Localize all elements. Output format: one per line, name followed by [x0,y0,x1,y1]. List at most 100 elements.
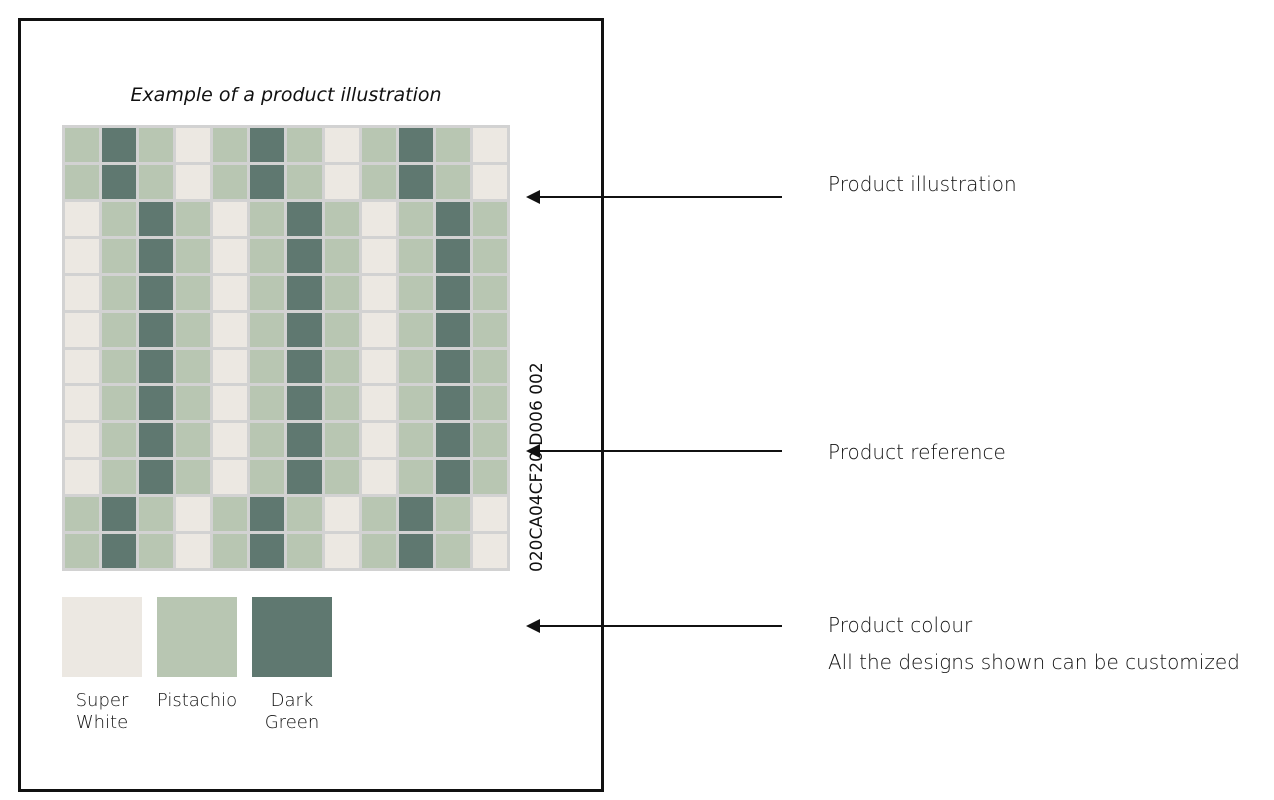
tile [139,238,174,273]
tile [398,128,433,162]
tile [65,349,100,384]
tile [287,423,322,458]
tile [139,460,174,495]
tile [176,386,211,421]
tile [176,312,211,347]
tile [324,238,359,273]
tile [139,423,174,458]
tile [102,460,137,495]
tile [435,386,470,421]
tile [324,497,359,532]
tile [213,423,248,458]
arrow-illustration [526,190,782,204]
tile [250,349,285,384]
label-product-reference: Product reference [828,440,1006,464]
tile [398,460,433,495]
tile [361,497,396,532]
tile [176,275,211,310]
tile [287,349,322,384]
tile [435,275,470,310]
tile [361,201,396,236]
arrow-colour [526,619,782,633]
tile [398,534,433,568]
tile [287,164,322,199]
tile [435,238,470,273]
tile [324,201,359,236]
tile [287,275,322,310]
tile [139,386,174,421]
tile [139,201,174,236]
tile [250,275,285,310]
tile [287,386,322,421]
tile [324,312,359,347]
arrow-reference [526,444,782,458]
tile [472,312,507,347]
tile [213,164,248,199]
tile [139,497,174,532]
tile [472,238,507,273]
tile [287,460,322,495]
tile [213,497,248,532]
tile [213,128,248,162]
tile [472,497,507,532]
tile [176,460,211,495]
tile [102,386,137,421]
tile [287,201,322,236]
tile [398,201,433,236]
tile [398,423,433,458]
tile [472,128,507,162]
label-product-illustration: Product illustration [828,172,1017,196]
tile [65,238,100,273]
tile [324,128,359,162]
tile [176,164,211,199]
tile [472,201,507,236]
tile [472,534,507,568]
tile [250,423,285,458]
tile [250,497,285,532]
tile [435,349,470,384]
tile [435,534,470,568]
tile [176,349,211,384]
tile [324,275,359,310]
tile [176,128,211,162]
tile [324,349,359,384]
tile [398,349,433,384]
tile [139,128,174,162]
tile [250,460,285,495]
tile [65,275,100,310]
tile [139,275,174,310]
tile [65,201,100,236]
tile [102,201,137,236]
tile [213,238,248,273]
tile [287,128,322,162]
tile [361,349,396,384]
tile [250,386,285,421]
tile [435,128,470,162]
tile [102,128,137,162]
tile [398,386,433,421]
tile [324,460,359,495]
tile [65,497,100,532]
tile [435,423,470,458]
tile [435,201,470,236]
tile [213,349,248,384]
tile [287,497,322,532]
tile [398,238,433,273]
tile [250,128,285,162]
tile [102,423,137,458]
tile [213,201,248,236]
product-sheet-frame [18,18,604,792]
tile [472,349,507,384]
tile [435,497,470,532]
tile [213,534,248,568]
tile [65,128,100,162]
tile [361,238,396,273]
tile [250,312,285,347]
tile [176,534,211,568]
tile [472,423,507,458]
tile [472,275,507,310]
tile-pattern-grid [62,125,510,571]
tile [102,275,137,310]
